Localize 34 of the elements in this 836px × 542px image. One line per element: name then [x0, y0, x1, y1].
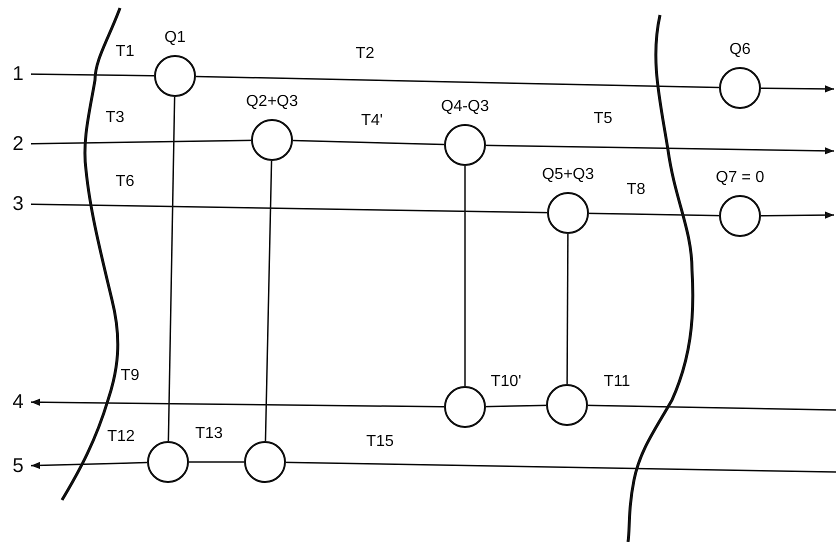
- stream-line: [189, 461, 244, 463]
- heat-load-label: Q5+Q3: [542, 166, 594, 184]
- heat-load-label: Q7 = 0: [716, 169, 764, 187]
- stream-arrow: [30, 462, 148, 469]
- match-line: [566, 234, 569, 384]
- stream-line: [196, 76, 720, 88]
- stream-arrow: [486, 144, 834, 154]
- stream-number: 1: [9, 62, 27, 86]
- stream-line: [30, 140, 252, 145]
- stream-line: [30, 73, 154, 76]
- stream-line: [30, 203, 548, 214]
- match-line: [168, 96, 176, 442]
- exchanger-circle: [244, 441, 286, 483]
- exchanger-circle: [546, 384, 588, 426]
- stream-line: [286, 462, 836, 473]
- stream-arrow: [761, 85, 834, 92]
- exchanger-circle: [444, 386, 486, 428]
- stream-number: 2: [9, 132, 27, 156]
- exchanger-circle: [147, 441, 189, 483]
- heat-load-label: Q1: [164, 29, 186, 47]
- heat-load-label: Q4-Q3: [441, 98, 489, 116]
- stream-line: [588, 212, 720, 216]
- stream-arrow: [761, 212, 834, 219]
- heat-load-label: Q6: [729, 41, 751, 59]
- stream-line: [292, 140, 444, 146]
- stream-number: 3: [9, 192, 27, 216]
- stream-number: 5: [9, 454, 27, 478]
- heat-load-label: Q2+Q3: [246, 93, 298, 111]
- stream-line: [486, 404, 546, 408]
- match-line: [464, 166, 466, 386]
- match-line: [264, 160, 272, 442]
- stream-line: [588, 404, 836, 411]
- stream-number: 4: [9, 390, 27, 414]
- stream-arrow: [31, 398, 444, 408]
